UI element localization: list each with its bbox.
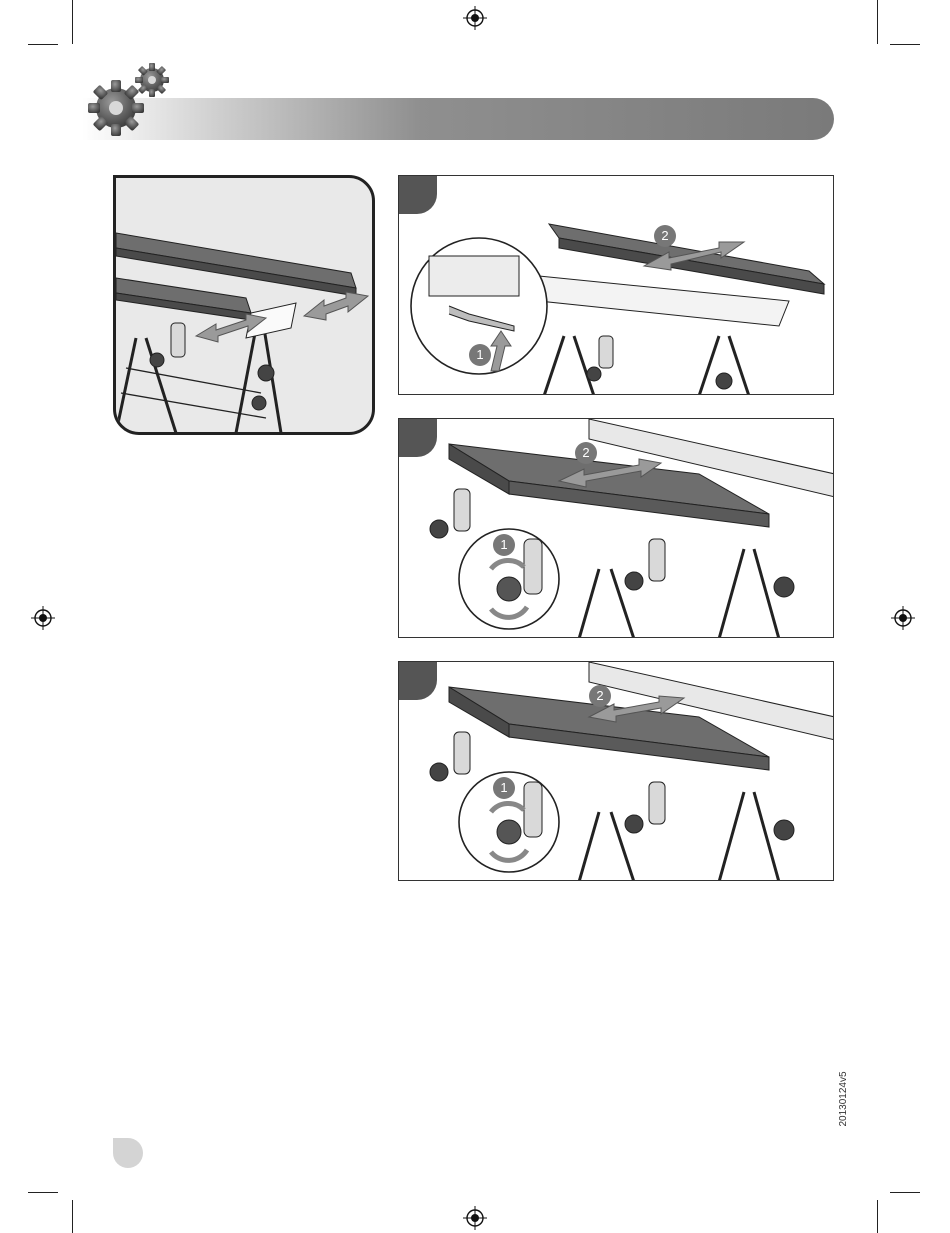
- crop-mark: [72, 1200, 73, 1233]
- crop-mark: [890, 44, 920, 45]
- callout-number: 2: [589, 685, 611, 707]
- crop-mark: [72, 0, 73, 44]
- overview-illustration: [113, 175, 375, 435]
- step-panel-3: 1 2: [398, 661, 834, 881]
- registration-mark-icon: [463, 6, 487, 30]
- callout-number: 1: [493, 534, 515, 556]
- registration-mark-icon: [31, 606, 55, 630]
- callout-number: 1: [493, 777, 515, 799]
- callout-number: 1: [469, 344, 491, 366]
- page-number-tab: [113, 1138, 143, 1168]
- gears-icon: [86, 58, 176, 140]
- crop-mark: [877, 1200, 878, 1233]
- step-panel-2: 1 2: [398, 418, 834, 638]
- crop-mark: [28, 44, 58, 45]
- callout-number: 2: [654, 225, 676, 247]
- crop-mark: [877, 0, 878, 44]
- registration-mark-icon: [891, 606, 915, 630]
- section-header-bar: [82, 98, 834, 140]
- callout-number: 2: [575, 442, 597, 464]
- step-panel-1: 1 2: [398, 175, 834, 395]
- crop-mark: [890, 1192, 920, 1193]
- crop-mark: [28, 1192, 58, 1193]
- registration-mark-icon: [463, 1206, 487, 1230]
- version-code: 20130124v5: [838, 1069, 852, 1129]
